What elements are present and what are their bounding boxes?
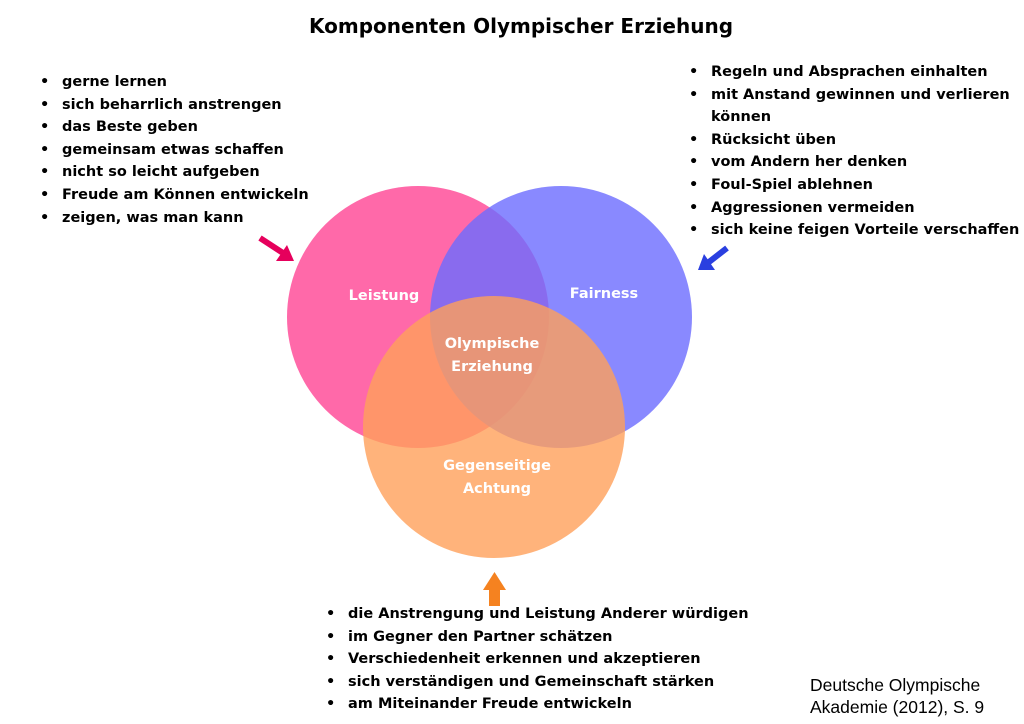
achtung-circle xyxy=(363,296,625,558)
citation-line1: Deutsche Olympische xyxy=(810,675,981,695)
list-item: vom Andern her denken xyxy=(686,151,1022,174)
list-item: gerne lernen xyxy=(37,71,337,94)
list-item: sich beharrlich anstrengen xyxy=(37,94,337,117)
arrow-leistung-icon xyxy=(258,235,294,261)
list-item: sich keine feigen Vorteile verschaffen xyxy=(686,219,1022,242)
list-item: Foul-Spiel ablehnen xyxy=(686,174,1022,197)
leistung-list: gerne lernen sich beharrlich anstrengen … xyxy=(37,71,337,229)
list-item: Regeln und Absprachen einhalten xyxy=(686,61,1022,84)
list-item: sich verständigen und Gemeinschaft stärk… xyxy=(323,671,753,694)
citation: Deutsche Olympische Akademie (2012), S. … xyxy=(810,674,984,718)
fairness-label: Fairness xyxy=(570,286,638,302)
achtung-label-line2: Achtung xyxy=(463,481,531,497)
leistung-label: Leistung xyxy=(349,288,420,304)
arrow-achtung-icon xyxy=(483,572,506,606)
list-item: am Miteinander Freude entwickeln xyxy=(323,693,753,716)
list-item: nicht so leicht aufgeben xyxy=(37,161,337,184)
list-item: das Beste geben xyxy=(37,116,337,139)
page-title: Komponenten Olympischer Erziehung xyxy=(308,14,734,38)
list-item: Freude am Können entwickeln xyxy=(37,184,337,207)
achtung-label-line1: Gegenseitige xyxy=(443,458,551,474)
list-item: gemeinsam etwas schaffen xyxy=(37,139,337,162)
list-item: Aggressionen vermeiden xyxy=(686,197,1022,220)
list-item: im Gegner den Partner schätzen xyxy=(323,626,753,649)
list-item: mit Anstand gewinnen und verlieren könne… xyxy=(686,84,1022,129)
arrow-fairness-icon xyxy=(698,245,729,270)
list-item: die Anstrengung und Leistung Anderer wür… xyxy=(323,603,753,626)
fairness-list: Regeln und Absprachen einhalten mit Anst… xyxy=(686,61,1022,242)
citation-line2: Akademie (2012), S. 9 xyxy=(810,697,985,717)
list-item: zeigen, was man kann xyxy=(37,207,337,230)
center-label-line2: Erziehung xyxy=(451,359,533,375)
center-label-line1: Olympische xyxy=(445,336,540,352)
list-item: Verschiedenheit erkennen und akzeptieren xyxy=(323,648,753,671)
list-item: Rücksicht üben xyxy=(686,129,1022,152)
achtung-list: die Anstrengung und Leistung Anderer wür… xyxy=(323,603,753,716)
